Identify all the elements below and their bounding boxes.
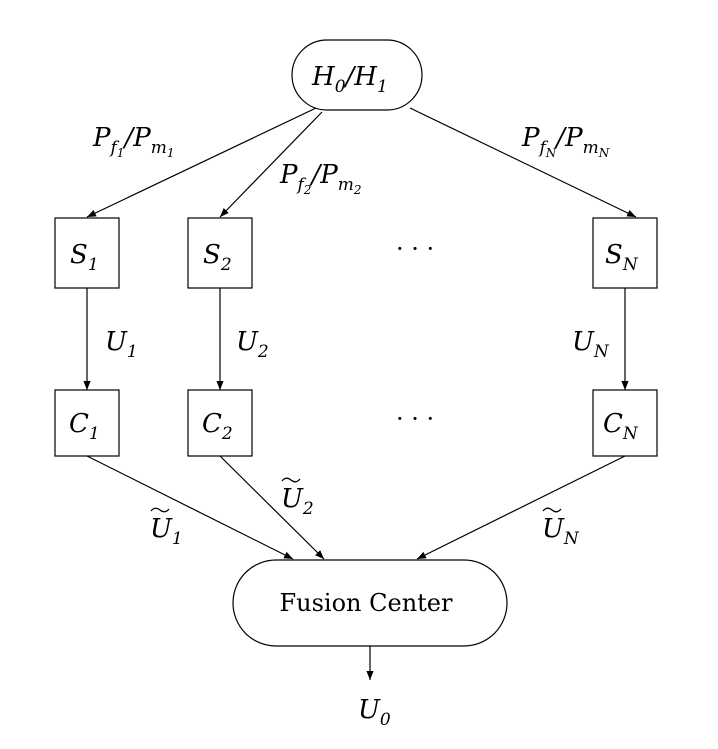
decision-label-2: U2 — [236, 327, 269, 362]
tilde-mark-2 — [281, 477, 301, 483]
decision-label-n: UN — [572, 327, 610, 362]
channel-box-1 — [54, 389, 120, 457]
received-label-n: UN — [542, 507, 580, 549]
hypothesis-node — [291, 39, 423, 111]
fusion-center-label: Fusion Center — [280, 589, 454, 617]
edge-c2-to-fusion — [219, 455, 325, 560]
tilde-mark-1 — [150, 507, 170, 513]
svg-text:U2: U2 — [281, 484, 314, 519]
edge-hypothesis-to-sn — [409, 107, 637, 218]
sensor-box-1 — [54, 217, 120, 289]
channel-label-n: CN — [603, 409, 639, 444]
sensor-box-2 — [187, 217, 253, 289]
svg-text:U1: U1 — [150, 514, 183, 549]
channel-box-2 — [187, 389, 253, 457]
ellipsis-sensors: · · · — [396, 235, 434, 263]
edge-cn-to-fusion — [416, 455, 626, 560]
received-label-2: U2 — [281, 477, 314, 519]
channel-label-2: C2 — [202, 409, 233, 444]
hypothesis-label: H0/H1 — [311, 62, 388, 97]
ellipsis-channels: · · · — [396, 405, 434, 433]
edge-c1-to-fusion — [86, 455, 294, 560]
decision-label-1: U1 — [105, 327, 138, 362]
edge-hypothesis-to-s2 — [219, 111, 323, 218]
sensor-label-n: SN — [605, 240, 639, 275]
tilde-mark-n — [542, 507, 562, 513]
output-label: U0 — [358, 695, 391, 730]
received-label-1: U1 — [150, 507, 183, 549]
svg-text:UN: UN — [542, 514, 580, 549]
sensor-box-n — [592, 217, 658, 289]
sensor-label-2: S2 — [203, 240, 232, 275]
edge-hypothesis-to-s1 — [86, 107, 317, 218]
error-label-1: Pf1/Pm1 — [92, 123, 174, 160]
channel-label-1: C1 — [69, 409, 100, 444]
error-label-n: PfN/PmN — [521, 123, 610, 160]
error-label-2: Pf2/Pm2 — [279, 160, 361, 197]
sensor-label-1: S1 — [70, 240, 99, 275]
